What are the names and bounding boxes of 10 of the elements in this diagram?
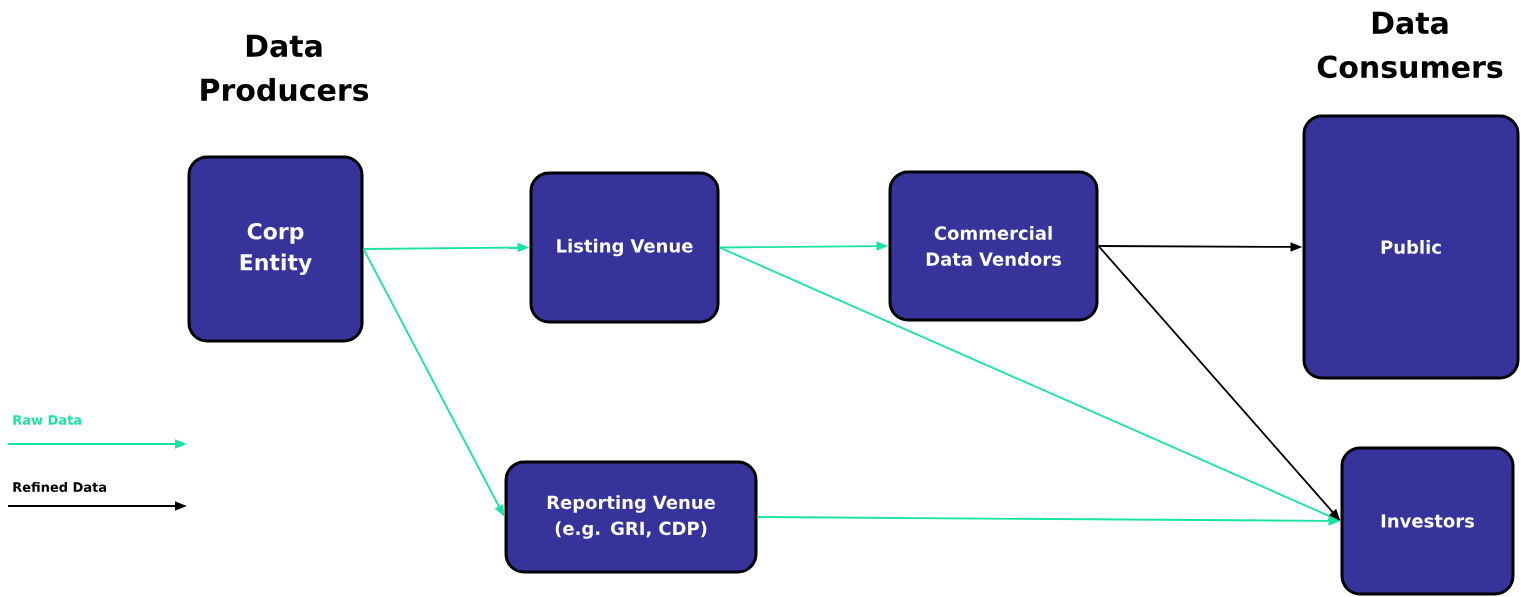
process-box: Public xyxy=(1302,114,1520,380)
process-box: Corp Entity xyxy=(187,155,364,343)
column-heading: Data Producers xyxy=(201,34,369,102)
column-heading: Data Consumers xyxy=(1317,11,1503,79)
process-box: Listing Venue xyxy=(529,171,720,324)
process-box: Commercial Data Vendors xyxy=(888,170,1099,322)
process-box: Reporting Venue (e.g. GRI, CDP) xyxy=(504,460,758,574)
process-box: Investors xyxy=(1340,446,1515,596)
legend-label: Raw Data xyxy=(13,415,82,425)
legend-label: Refined Data xyxy=(13,481,107,493)
